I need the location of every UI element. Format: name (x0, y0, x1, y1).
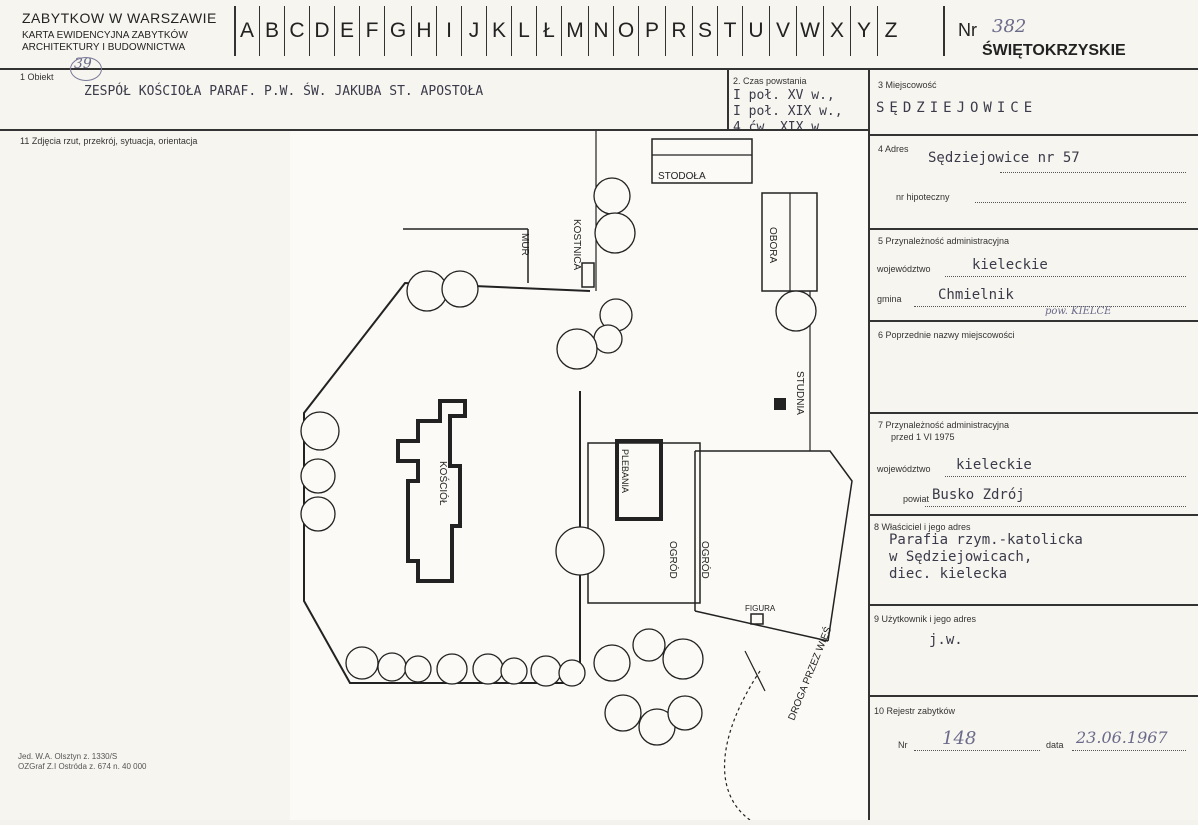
alphabet-letter-18: S (692, 6, 717, 56)
alphabet-letter-4: E (334, 6, 359, 56)
alphabet-letter-9: J (461, 6, 486, 56)
field-9-label: 9 Użytkownik i jego adres (874, 614, 977, 624)
alphabet-letter-12: Ł (536, 6, 561, 56)
alphabet-letter-3: D (309, 6, 334, 56)
plan-label-wall: MUR (519, 233, 530, 256)
field-8-line-3: diec. kielecka (889, 566, 1008, 582)
print-note-1: Jed. W.A. Olsztyn z. 1330/S (18, 752, 118, 761)
field-7-label: 7 Przynależność administracyjna (878, 420, 1010, 430)
field-1-value: ZESPÓŁ KOŚCIOŁA PARAF. P.W. ŚW. JAKUBA S… (84, 84, 484, 99)
field-2-line-1: I poł. XV w., (733, 88, 835, 103)
voivodeship-header: ŚWIĘTOKRZYSKIE (982, 42, 1126, 59)
field-5-gmina-label: gmina (877, 294, 902, 304)
plan-label-church: KOŚCIÓŁ (437, 461, 450, 506)
ossuary-building (581, 262, 595, 288)
field-6-label: 6 Poprzednie nazwy miejscowości (878, 330, 1015, 340)
alphabet-letter-15: O (613, 6, 638, 56)
alphabet-letter-10: K (486, 6, 511, 56)
alphabet-letter-19: T (717, 6, 742, 56)
field-7-woj-label: województwo (877, 464, 931, 474)
field-8-line-2: w Sędziejowicach, (889, 549, 1033, 565)
alphabet-letter-24: Y (850, 6, 877, 56)
print-note-2: OZGraf Z.I Ostróda z. 674 n. 40 000 (18, 762, 147, 771)
plan-label-stodoka: STODOŁA (658, 171, 706, 182)
plan-label-well: STUDNIA (794, 371, 805, 415)
field-10-label: 10 Rejestr zabytków (874, 706, 956, 716)
field-8-line-1: Parafia rzym.-katolicka (889, 532, 1083, 548)
field-3-label: 3 Miejscowość (878, 80, 937, 90)
field-3-value: SĘDZIEJOWICE (876, 100, 1038, 116)
plan-label-figure: FIGURA (745, 604, 776, 613)
field-5-gmina-value: Chmielnik (938, 287, 1014, 303)
field-5-handnote: pow. KIELCE (1045, 306, 1112, 317)
field-4-hipoteczny-label: nr hipoteczny (896, 192, 950, 202)
site-plan-drawing: STODOŁA OBORA KOSTNICA MUR KOŚCIÓŁ PLEBA… (290, 131, 868, 821)
field-2-line-2: I poł. XIX w., (733, 104, 843, 119)
plan-label-obora: OBORA (767, 227, 778, 263)
alphabet-letter-0: A (234, 6, 259, 56)
plan-label-kostnica: KOSTNICA (571, 219, 582, 270)
nr-value: 382 (992, 16, 1027, 37)
field-11-label: 11 Zdjęcia rzut, przekrój, sytuacja, ori… (20, 136, 198, 146)
field-8-label: 8 Właściciel i jego adres (874, 522, 971, 532)
alphabet-letter-11: L (511, 6, 536, 56)
field-5-woj-value: kieleckie (972, 257, 1048, 273)
field-5-label: 5 Przynależność administracyjna (878, 236, 1010, 246)
field-7-woj-value: kieleckie (956, 457, 1032, 473)
alphabet-letter-25: Z (877, 6, 904, 56)
field-4-label: 4 Adres (878, 144, 909, 154)
well-symbol (774, 398, 786, 410)
plan-label-garden-2: OGRÓD (699, 541, 712, 579)
field-1-label: 1 Obiekt (20, 72, 54, 82)
alphabet-letter-21: V (769, 6, 796, 56)
alphabet-letter-20: U (742, 6, 769, 56)
header-title: ZABYTKOW W WARSZAWIE (22, 10, 217, 26)
alphabet-letter-2: C (284, 6, 309, 56)
plan-label-garden-1: OGRÓD (667, 541, 680, 579)
alphabet-letter-23: X (823, 6, 850, 56)
field-2-line-3: 4 ćw. XIX w. (733, 120, 827, 129)
alphabet-letter-14: N (588, 6, 613, 56)
plan-label-road: DROGA PRZEZ WIEŚ (785, 624, 835, 722)
alphabet-letter-7: H (411, 6, 436, 56)
alphabet-letter-1: B (259, 6, 284, 56)
field-7-powiat-label: powiat (903, 494, 930, 504)
figure-symbol (750, 613, 764, 625)
alphabet-letter-17: R (665, 6, 692, 56)
field-4-value: Sędziejowice nr 57 (928, 150, 1080, 166)
field-9-value: j.w. (929, 632, 963, 648)
alphabet-letter-22: W (796, 6, 823, 56)
header-subtitle-2: ARCHITEKTURY I BUDOWNICTWA (22, 42, 186, 53)
plebania-building (615, 439, 663, 521)
header-subtitle-1: KARTA EWIDENCYJNA ZABYTKÓW (22, 30, 188, 41)
barn-building (651, 138, 753, 184)
field-10-nr-value: 148 (942, 728, 977, 749)
alphabet-letter-16: P (638, 6, 665, 56)
church-outline (396, 399, 467, 583)
field-2-label: 2. Czas powstania (733, 76, 807, 86)
field-10-data-value: 23.06.1967 (1076, 728, 1168, 747)
field-5-woj-label: województwo (877, 264, 931, 274)
nr-label: Nr (958, 20, 977, 40)
field-10-data-label: data (1046, 740, 1064, 750)
road-curve (723, 670, 761, 821)
field-10-nr-label: Nr (898, 740, 908, 750)
alphabet-letter-8: I (436, 6, 461, 56)
field-7-label-2: przed 1 VI 1975 (891, 432, 955, 442)
plan-label-plebania: PLEBANIA (620, 449, 630, 493)
alphabet-letter-6: G (384, 6, 411, 56)
site-plan-svg: STODOŁA OBORA KOSTNICA MUR KOŚCIÓŁ PLEBA… (300, 131, 853, 821)
alphabet-letter-5: F (359, 6, 384, 56)
trees (300, 177, 817, 746)
alphabet-letter-13: M (561, 6, 588, 56)
field-7-powiat-value: Busko Zdrój (932, 487, 1025, 503)
